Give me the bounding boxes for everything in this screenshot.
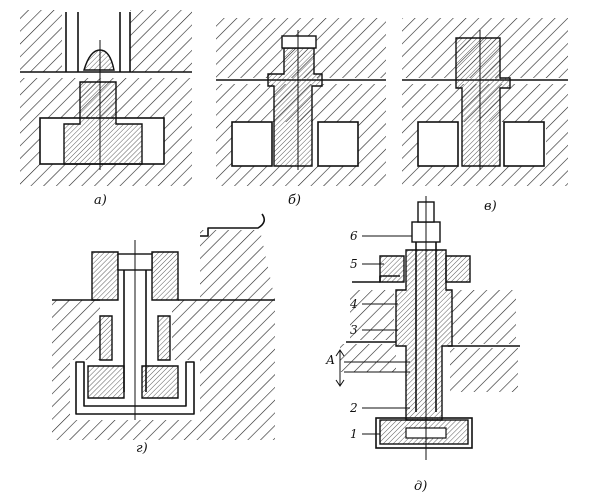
callout-3: 3 [350, 323, 358, 337]
callout-4: 4 [349, 297, 358, 311]
panel-g: г) [52, 213, 275, 456]
callout-2: 2 [349, 401, 358, 415]
caption-b: б) [288, 193, 301, 208]
caption-v: в) [484, 199, 497, 214]
caption-a: а) [94, 193, 107, 208]
panel-d: 6 5 4 3 2 1 А д) [325, 196, 520, 494]
panel-v: в) [402, 18, 568, 214]
panel-a: а) [20, 10, 192, 208]
caption-g: г) [136, 441, 148, 456]
callout-5: 5 [350, 257, 358, 271]
callout-6: 6 [350, 229, 358, 243]
caption-d: д) [414, 479, 427, 494]
dimension-a-label: А [325, 353, 335, 367]
callout-1: 1 [350, 427, 358, 441]
panel-b: б) [216, 18, 386, 208]
